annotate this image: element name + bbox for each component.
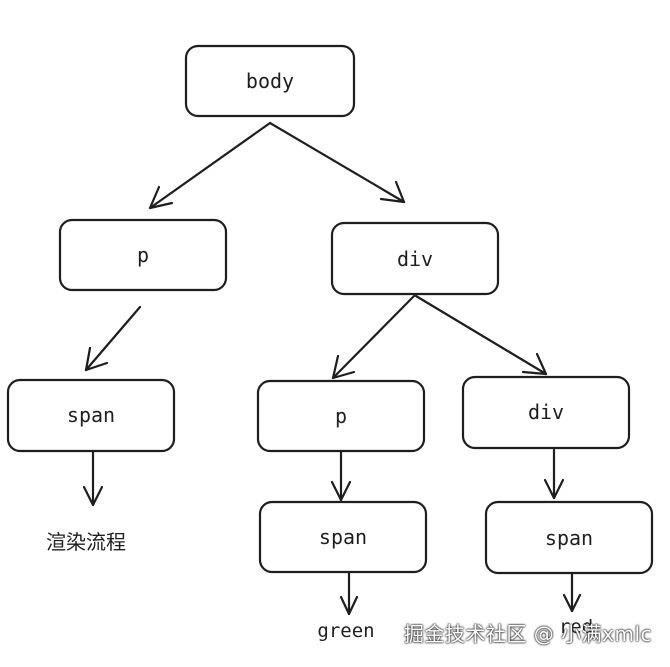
arrowhead-span-red [562, 593, 582, 613]
node-body-label: body [246, 69, 294, 93]
edges [82, 121, 582, 616]
node-span-left: span [6, 378, 176, 453]
node-span-right: span [484, 500, 654, 575]
node-div-mid-label: div [397, 247, 433, 271]
edge-div-p-mid [331, 294, 416, 380]
arrowhead-span-caption [82, 485, 104, 507]
arrowhead-div-span-right [543, 478, 565, 500]
leaf-green-label: green [317, 620, 374, 642]
edge-p-span-left [84, 305, 142, 372]
node-div-mid: div [330, 221, 500, 296]
edge-body-p [148, 121, 272, 210]
arrowhead-div-p-mid [331, 354, 356, 380]
node-span-left-label: span [67, 403, 115, 427]
arrowhead-p-span-mid [330, 480, 352, 502]
node-body: body [184, 44, 356, 118]
node-span-right-label: span [545, 526, 593, 550]
edge-div-div-right [414, 294, 548, 376]
node-p-left: p [58, 218, 228, 292]
node-div-right: div [461, 375, 631, 450]
arrowhead-body-div [379, 180, 406, 204]
arrowhead-body-p [148, 185, 174, 210]
leaf-red-label: red [559, 616, 593, 638]
node-div-right-label: div [528, 400, 564, 424]
arrowhead-span-green [339, 595, 359, 616]
node-p-left-label: p [137, 243, 149, 267]
node-span-mid-label: span [319, 525, 367, 549]
node-p-mid-label: p [335, 404, 347, 428]
arrowhead-p-span-left [84, 346, 109, 372]
node-p-mid: p [256, 379, 426, 453]
render-flow-caption: 渲染流程 [46, 530, 126, 554]
node-span-mid: span [258, 500, 428, 574]
watermark: 掘金技术社区 @ 小满xmlc [403, 622, 652, 646]
arrowhead-div-div-right [521, 352, 548, 376]
edge-body-div [268, 121, 406, 204]
